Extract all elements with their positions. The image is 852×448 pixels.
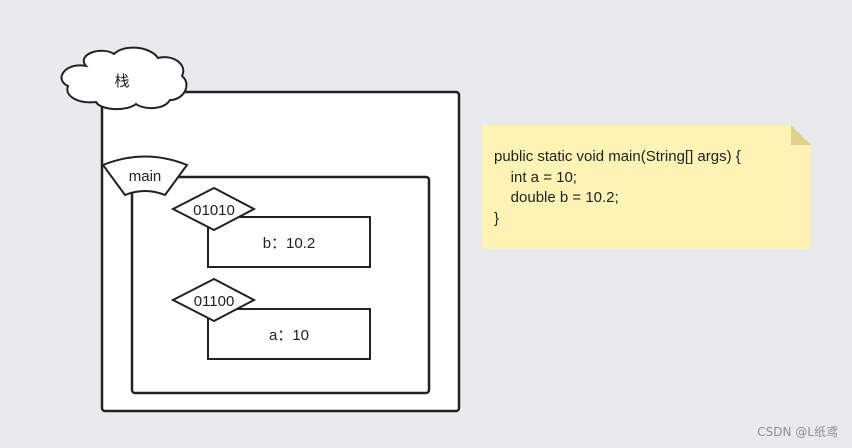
stack-label: 栈 (114, 73, 129, 90)
value-box-b (207, 216, 371, 268)
variable-a: a：10 01100 (170, 277, 371, 360)
watermark: CSDN @L纸鸢 (757, 425, 838, 439)
variable-b: b：10.2 01010 (170, 186, 371, 268)
address-diamond-a (170, 277, 257, 323)
address-diamond-b (170, 186, 257, 232)
code-note: public static void main(String[] args) {… (482, 125, 811, 249)
value-text-a: a：10 (269, 327, 309, 344)
value-text-b: b：10.2 (263, 235, 316, 252)
stack-cloud: 栈 (60, 46, 188, 110)
code-text: public static void main(String[] args) {… (494, 148, 741, 227)
frame-tab: main (101, 155, 189, 197)
address-text-b: 01010 (193, 202, 235, 219)
frame-name: main (129, 168, 162, 185)
note-fold-corner (791, 125, 811, 145)
address-text-a: 01100 (194, 293, 235, 310)
value-box-a (207, 308, 371, 360)
